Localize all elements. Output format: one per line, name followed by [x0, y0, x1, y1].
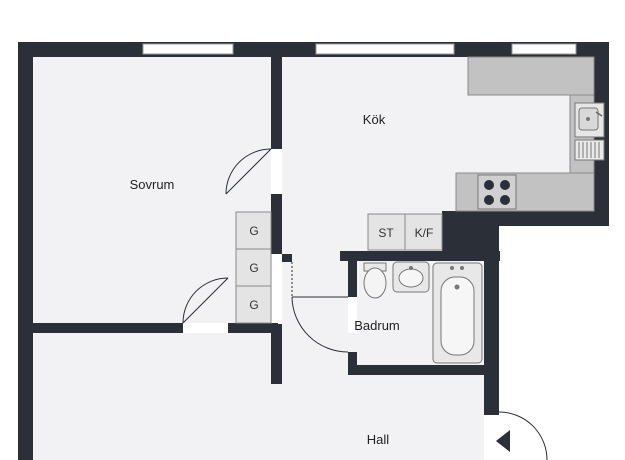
- drying-rack-icon: [574, 139, 605, 161]
- washbasin-icon: [392, 261, 430, 293]
- entrance-arrow-icon: [496, 430, 510, 452]
- bathtub-icon: [432, 262, 483, 364]
- window-bedroom: [142, 43, 234, 55]
- closet-label: G: [249, 298, 258, 312]
- window-kitchen-right: [511, 43, 577, 55]
- room-label-hall: Hall: [367, 432, 390, 447]
- door-kitchen: [225, 148, 272, 195]
- door-entrance: [498, 411, 548, 460]
- stove-label: ST: [378, 226, 394, 240]
- door-bathroom: [291, 296, 349, 353]
- room-label-bathroom: Badrum: [354, 318, 400, 333]
- closet-label: G: [249, 224, 258, 238]
- windows: [142, 43, 577, 55]
- closet-label: G: [249, 261, 258, 275]
- room-label-bedroom: Sovrum: [130, 177, 175, 192]
- fridge-freezer-label: K/F: [415, 226, 434, 240]
- kitchen-counter: [455, 56, 605, 212]
- door-bedroom: [182, 277, 229, 324]
- fridge-freezer-box: [404, 213, 443, 251]
- toilet-icon: [363, 262, 387, 299]
- room-label-kitchen: Kök: [363, 112, 386, 127]
- window-kitchen-left: [315, 43, 455, 55]
- door-swings: [182, 148, 548, 460]
- cooktop-icon: [477, 174, 517, 210]
- kitchen-sink-icon: [574, 102, 605, 138]
- closets: G G G: [235, 211, 272, 324]
- interior-walls: [33, 57, 500, 384]
- appliances: ST K/F: [367, 213, 443, 251]
- closet-3: [235, 285, 272, 324]
- bathroom-fixtures: [363, 261, 483, 364]
- floor-areas: [33, 57, 594, 460]
